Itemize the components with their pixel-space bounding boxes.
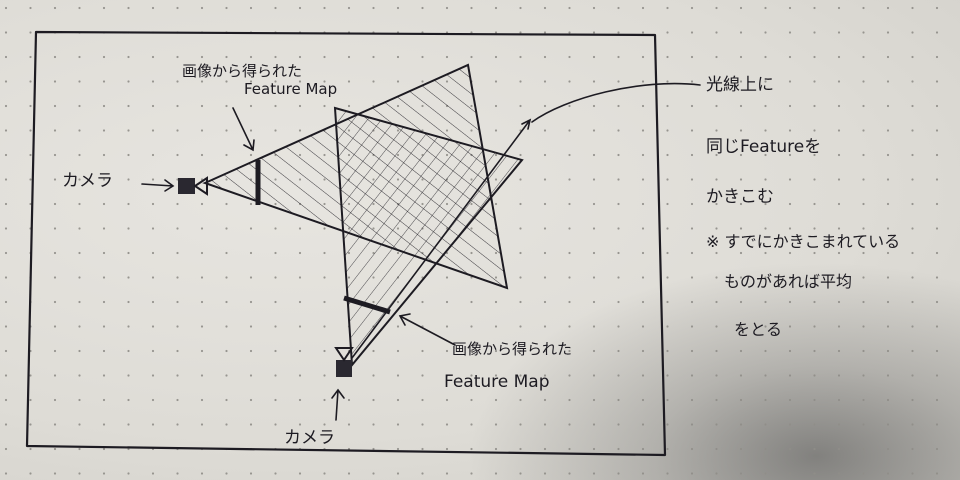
frame-box [25,30,667,457]
arrow-to-feature-map-bottom [398,313,456,346]
label-feature-map-left-line1: 画像から得られた [182,62,303,80]
note-line-3: かきこむ [706,187,774,207]
label-feature-map-left-line2: Feature Map [244,80,338,98]
arrow-to-feature-map-left [232,107,255,152]
note-pointer-arrow [531,82,701,123]
camera-icon [178,176,208,196]
note-line-5: ものがあれば平均 [724,272,853,291]
feature-map-bar-bottom [343,295,391,315]
arrow-to-camera-bottom [331,388,345,421]
note-line-4: ※ すでにかきこまれている [706,232,901,251]
label-feature-map-bottom-line1: 画像から得られた [452,340,573,358]
note-line-6: をとる [734,320,783,339]
label-feature-map-bottom-line2: Feature Map [444,372,550,392]
camera-icon [334,347,354,377]
label-camera-bottom: カメラ [284,428,335,448]
label-camera-left: カメラ [62,171,113,191]
note-line-2: 同じFeatureを [706,137,822,157]
note-line-1: 光線上に [706,75,774,95]
arrow-to-camera-left [141,179,175,192]
ray-arrow [351,118,532,359]
